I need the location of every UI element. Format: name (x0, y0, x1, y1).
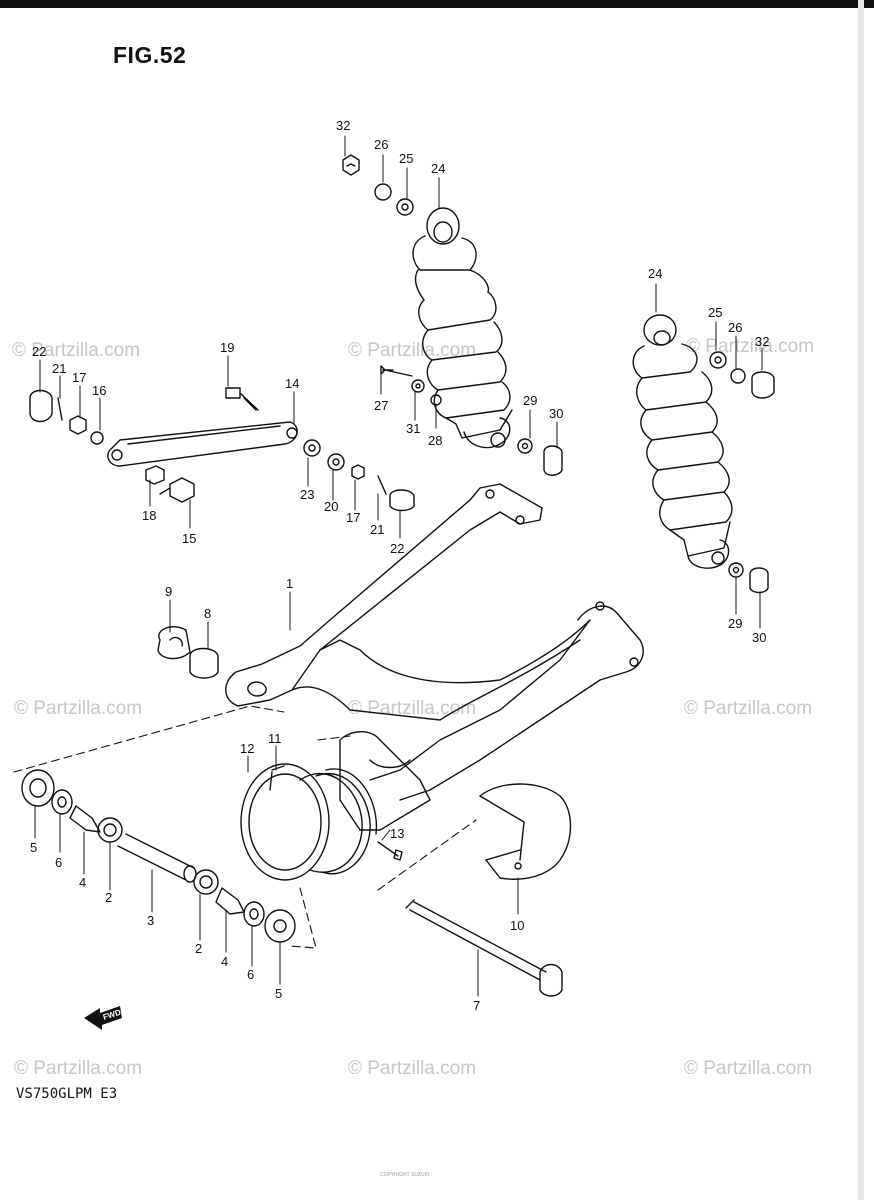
callout-12: 12 (240, 741, 255, 756)
callout-32: 32 (336, 118, 351, 133)
rear-shock-absorber-right (632, 314, 775, 594)
callout-29: 29 (728, 616, 743, 631)
callout-23: 23 (300, 487, 315, 502)
callout-18: 18 (142, 508, 157, 523)
callout-21: 21 (52, 361, 67, 376)
pivot-shaft (405, 899, 563, 997)
callout-19: 19 (220, 340, 235, 355)
callout-31: 31 (406, 421, 421, 436)
stopper-parts (157, 626, 219, 679)
callout-24: 24 (648, 266, 663, 281)
watermark: © Partzilla.com (12, 340, 141, 361)
callout-1: 1 (286, 576, 294, 591)
callout-5: 5 (30, 840, 38, 855)
callout-6: 6 (55, 855, 63, 870)
callout-2: 2 (105, 890, 113, 905)
rear-shock-absorber-left (342, 154, 563, 476)
callout-29: 29 (523, 393, 538, 408)
figure-title: FIG.52 (113, 42, 187, 68)
watermark: © Partzilla.com (684, 698, 813, 719)
callout-30: 30 (549, 406, 564, 421)
callout-21: 21 (370, 522, 385, 537)
top-border (0, 0, 874, 8)
callout-25: 25 (708, 305, 723, 320)
callout-4: 4 (79, 875, 87, 890)
fwd-arrow-icon (84, 1006, 122, 1030)
swingarm (225, 483, 644, 831)
callout-27: 27 (374, 398, 389, 413)
callout-7: 7 (473, 998, 481, 1013)
leader-lines (34, 135, 763, 997)
callout-3: 3 (147, 913, 155, 928)
callout-9: 9 (165, 584, 173, 599)
callout-26: 26 (374, 137, 389, 152)
callout-30: 30 (752, 630, 767, 645)
right-scan-edge (858, 0, 864, 1200)
callout-32: 32 (755, 334, 770, 349)
callout-17: 17 (72, 370, 87, 385)
footer-note: COPYRIGHT SUZUKI (380, 1172, 430, 1178)
callout-17: 17 (346, 510, 361, 525)
watermark: © Partzilla.com (14, 698, 143, 719)
callout-16: 16 (92, 383, 107, 398)
callout-6: 6 (247, 967, 255, 982)
alignment-lines (13, 705, 477, 949)
watermark: © Partzilla.com (348, 340, 477, 361)
driveshaft-boot (240, 763, 403, 881)
watermark: © Partzilla.com (14, 1058, 143, 1079)
callout-15: 15 (182, 531, 197, 546)
callout-22: 22 (390, 541, 405, 556)
callout-14: 14 (285, 376, 300, 391)
callout-10: 10 (510, 918, 525, 933)
callout-5: 5 (275, 986, 283, 1001)
callout-26: 26 (728, 320, 743, 335)
callout-2: 2 (195, 941, 203, 956)
callout-20: 20 (324, 499, 339, 514)
callout-4: 4 (221, 954, 229, 969)
callout-8: 8 (204, 606, 212, 621)
callout-24: 24 (431, 161, 446, 176)
callout-25: 25 (399, 151, 414, 166)
callout-28: 28 (428, 433, 443, 448)
swingarm-cover (479, 783, 572, 880)
model-code: VS750GLPM E3 (16, 1086, 118, 1102)
callout-13: 13 (390, 826, 405, 841)
torque-link-arm (29, 387, 415, 512)
watermark: © Partzilla.com (684, 1058, 813, 1079)
callout-22: 22 (32, 344, 47, 359)
watermark: © Partzilla.com (348, 1058, 477, 1079)
callout-11: 11 (268, 731, 282, 746)
